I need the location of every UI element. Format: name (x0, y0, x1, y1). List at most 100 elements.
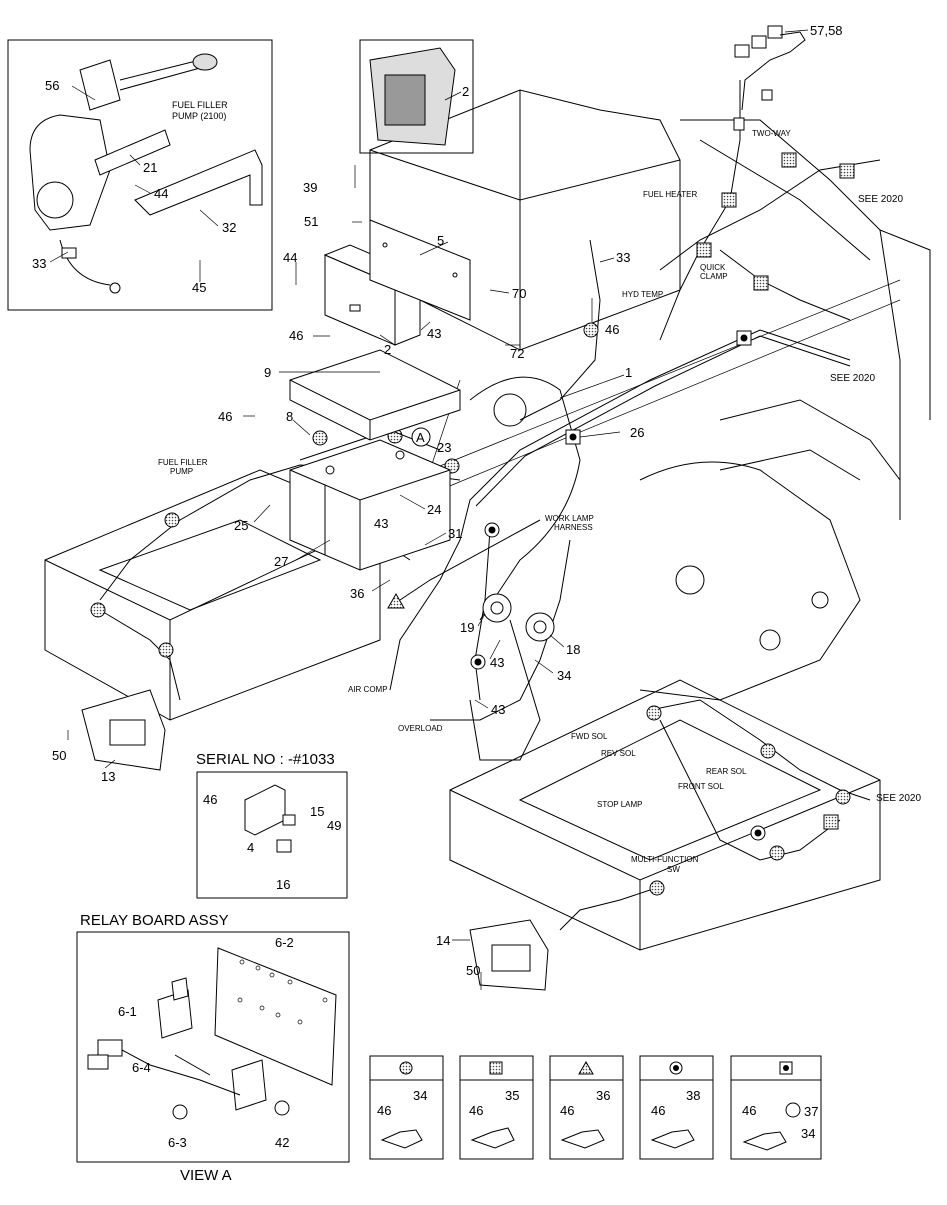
label-fuel-filler-pump: FUEL FILLER (158, 458, 208, 467)
callout-6-4: 6-4 (132, 1060, 151, 1075)
serial-inset-labels: SERIAL NO : -#1033 46 15 49 4 16 (196, 751, 341, 892)
label-fuel-heater: FUEL HEATER (643, 190, 697, 199)
legend-callout: 46 (742, 1103, 756, 1118)
clip-marker-circle (646, 705, 662, 721)
callout-4: 4 (247, 840, 254, 855)
callout-15: 15 (310, 804, 324, 819)
label-front-sol: FRONT SOL (678, 782, 724, 791)
legend-callout: 46 (651, 1103, 665, 1118)
callout-33: 33 (616, 250, 630, 265)
legend-callout: 35 (505, 1088, 519, 1103)
clip-marker-square (839, 163, 855, 179)
relay-board-inset (76, 931, 350, 1163)
callout-33: 33 (32, 256, 46, 271)
callout-1: 1 (625, 365, 632, 380)
callout-27: 27 (274, 554, 288, 569)
callout-49: 49 (327, 818, 341, 833)
callout-31: 31 (448, 526, 462, 541)
legend-callout: 37 (804, 1104, 818, 1119)
relay-board-title: RELAY BOARD ASSY (80, 912, 229, 929)
callout-46: 46 (605, 322, 619, 337)
legend-callout: 34 (413, 1088, 427, 1103)
callout-13: 13 (101, 769, 115, 784)
label-see-2020: SEE 2020 (876, 793, 921, 804)
label-fuel-filler-pump-2100: FUEL FILLER (172, 100, 228, 110)
label-multi-function-sw-line2: SW (667, 865, 680, 874)
callout-43: 43 (491, 702, 505, 717)
lamp-left (81, 689, 166, 771)
callout-A: A (416, 430, 425, 445)
callout-50: 50 (466, 963, 480, 978)
callout-32: 32 (222, 220, 236, 235)
label-air-comp: AIR COMP (348, 685, 388, 694)
legend-callout: 38 (686, 1088, 700, 1103)
callout-26: 26 (630, 425, 644, 440)
callout-14: 14 (436, 933, 450, 948)
callout-16: 16 (276, 877, 290, 892)
leader-lines (49, 29, 809, 990)
callout-45: 45 (192, 280, 206, 295)
clip-marker-circle (583, 322, 599, 338)
machine-frame (44, 89, 931, 951)
clip-marker-circle (90, 602, 106, 618)
callout-56: 56 (45, 78, 59, 93)
label-rear-sol: REAR SOL (706, 767, 747, 776)
callout-21: 21 (143, 160, 157, 175)
legend-callout: 46 (469, 1103, 483, 1118)
callout-6-1: 6-1 (118, 1004, 137, 1019)
clip-marker-circle (835, 789, 851, 805)
legend-callout: 36 (596, 1088, 610, 1103)
callout-25: 25 (234, 518, 248, 533)
callout-24: 24 (427, 502, 441, 517)
harness-clip-markers (90, 152, 855, 896)
label-fuel-filler-pump-line2: PUMP (170, 467, 193, 476)
relay-inset-labels: RELAY BOARD ASSY 6-2 6-1 6-4 6-3 42 VIEW… (80, 912, 294, 1184)
clip-marker-square (753, 275, 769, 291)
legend-symbol-triangle (578, 1061, 594, 1075)
label-rev-sol: REV SOL (601, 749, 636, 758)
legend-symbol-dotted-square (489, 1061, 503, 1075)
clip-marker-circle (312, 430, 328, 446)
label-fwd-sol: FWD SOL (571, 732, 608, 741)
callout-2: 2 (462, 84, 469, 99)
callout-72: 72 (510, 346, 524, 361)
ecu-detail-box (359, 39, 474, 154)
label-multi-function-sw: MULTI-FUNCTION (631, 855, 699, 864)
callout-6-3: 6-3 (168, 1135, 187, 1150)
clip-marker-square (781, 152, 797, 168)
callout-46: 46 (289, 328, 303, 343)
battery-tray (289, 349, 461, 441)
callout-numbers: 56 21 44 32 33 45 2 39 51 5 44 46 2 43 7… (32, 23, 843, 978)
component-labels: FUEL FILLER PUMP (2100) FUEL FILLER PUMP… (158, 100, 921, 874)
clip-marker-circle (158, 642, 174, 658)
clip-marker-square (696, 242, 712, 258)
legend-callout: 46 (560, 1103, 574, 1118)
label-two-way: TWO-WAY (752, 129, 791, 138)
clip-marker-square (823, 814, 839, 830)
label-quick-clamp: QUICK (700, 263, 726, 272)
callout-34: 34 (557, 668, 571, 683)
callout-57-58: 57,58 (810, 23, 843, 38)
serial-number-title: SERIAL NO : -#1033 (196, 751, 335, 768)
callout-44: 44 (154, 186, 168, 201)
label-work-lamp-harness-line2: HARNESS (554, 523, 593, 532)
horns (482, 593, 555, 642)
clip-marker-circle (760, 743, 776, 759)
legend-callout: 46 (377, 1103, 391, 1118)
label-see-2020: SEE 2020 (858, 194, 903, 205)
clip-marker-square (721, 192, 737, 208)
batteries (289, 429, 451, 571)
callout-36: 36 (350, 586, 364, 601)
callout-5: 5 (437, 233, 444, 248)
callout-6-2: 6-2 (275, 935, 294, 950)
callout-39: 39 (303, 180, 317, 195)
callout-43: 43 (490, 655, 504, 670)
callout-23: 23 (437, 440, 451, 455)
callout-8: 8 (286, 409, 293, 424)
clip-marker-circle (164, 512, 180, 528)
clip-marker-circle (649, 880, 665, 896)
relay-board (369, 219, 471, 321)
callout-44: 44 (283, 250, 297, 265)
